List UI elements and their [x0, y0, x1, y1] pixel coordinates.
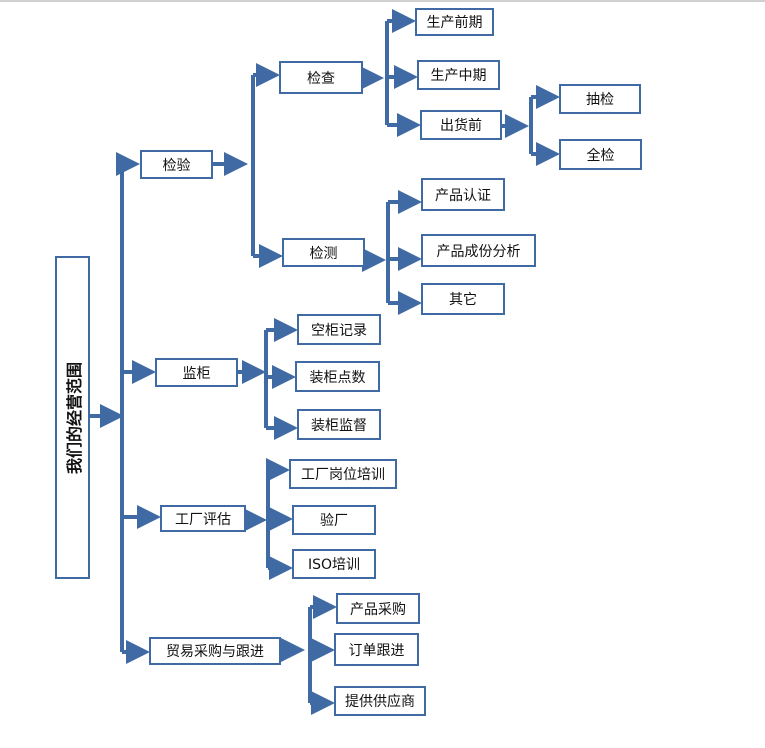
root-label: 我们的经营范围 [64, 361, 84, 474]
node-sampling: 抽检 [559, 84, 641, 114]
node-loading-supervision: 装柜监督 [297, 409, 381, 440]
node-composition: 产品成份分析 [421, 234, 536, 267]
node-factory-training: 工厂岗位培训 [289, 459, 397, 489]
node-trade: 贸易采购与跟进 [149, 637, 281, 665]
top-border [0, 0, 765, 2]
node-purchase: 产品采购 [336, 593, 420, 624]
node-loading-count: 装柜点数 [295, 361, 380, 392]
node-factory-audit: 验厂 [292, 505, 376, 535]
node-full-inspection: 全检 [559, 139, 642, 170]
node-early-production: 生产前期 [415, 8, 494, 36]
node-other: 其它 [421, 283, 505, 315]
node-loading: 监柜 [155, 358, 238, 387]
node-empty-container: 空柜记录 [297, 314, 381, 345]
node-mid-production: 生产中期 [417, 60, 500, 90]
node-iso-training: ISO培训 [292, 549, 376, 579]
root-node: 我们的经营范围 [55, 256, 90, 579]
node-inspection: 检验 [140, 150, 213, 179]
node-predelivery: 出货前 [420, 110, 502, 140]
node-order-followup: 订单跟进 [334, 633, 419, 666]
node-certification: 产品认证 [421, 178, 505, 211]
node-testing: 检测 [282, 238, 365, 267]
node-supplier: 提供供应商 [334, 686, 426, 716]
node-factory: 工厂评估 [160, 505, 246, 532]
node-check: 检查 [279, 61, 363, 94]
